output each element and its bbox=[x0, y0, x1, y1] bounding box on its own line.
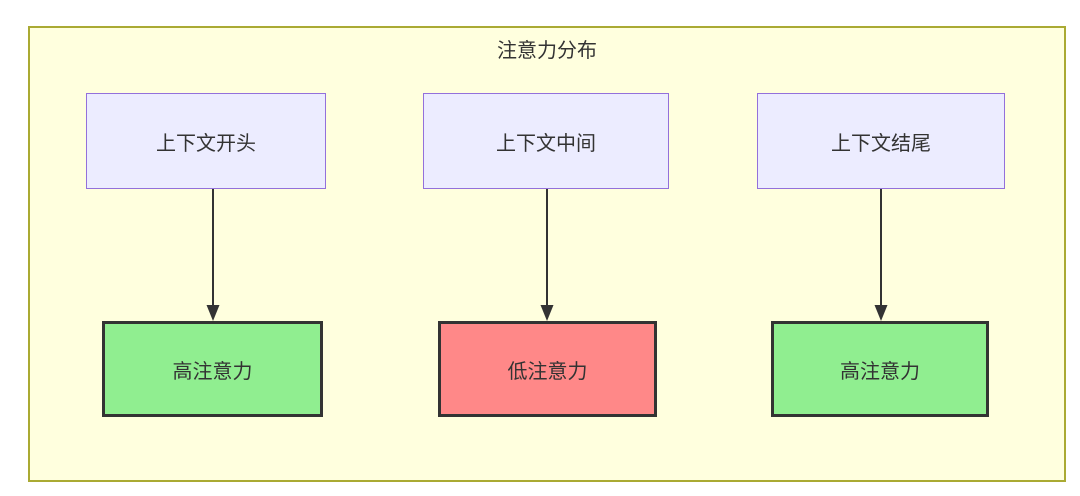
cluster-title: 注意力分布 bbox=[497, 40, 597, 62]
node-high-attention-left-label: 高注意力 bbox=[172, 360, 253, 383]
arrow-middle-to-low-icon bbox=[540, 189, 554, 321]
node-context-start: 上下文开头 bbox=[86, 93, 326, 189]
node-context-end-label: 上下文结尾 bbox=[831, 132, 931, 155]
arrow-end-to-high-icon bbox=[874, 189, 888, 321]
node-high-attention-right-label: 高注意力 bbox=[840, 360, 920, 383]
node-high-attention-right: 高注意力 bbox=[771, 321, 989, 417]
node-high-attention-left: 高注意力 bbox=[102, 321, 323, 417]
node-context-start-label: 上下文开头 bbox=[156, 132, 256, 155]
node-context-end: 上下文结尾 bbox=[757, 93, 1005, 189]
node-low-attention-middle-label: 低注意力 bbox=[507, 360, 588, 383]
arrow-start-to-high-icon bbox=[206, 189, 220, 321]
node-context-middle: 上下文中间 bbox=[423, 93, 669, 189]
node-context-middle-label: 上下文中间 bbox=[496, 132, 596, 155]
node-low-attention-middle: 低注意力 bbox=[438, 321, 657, 417]
